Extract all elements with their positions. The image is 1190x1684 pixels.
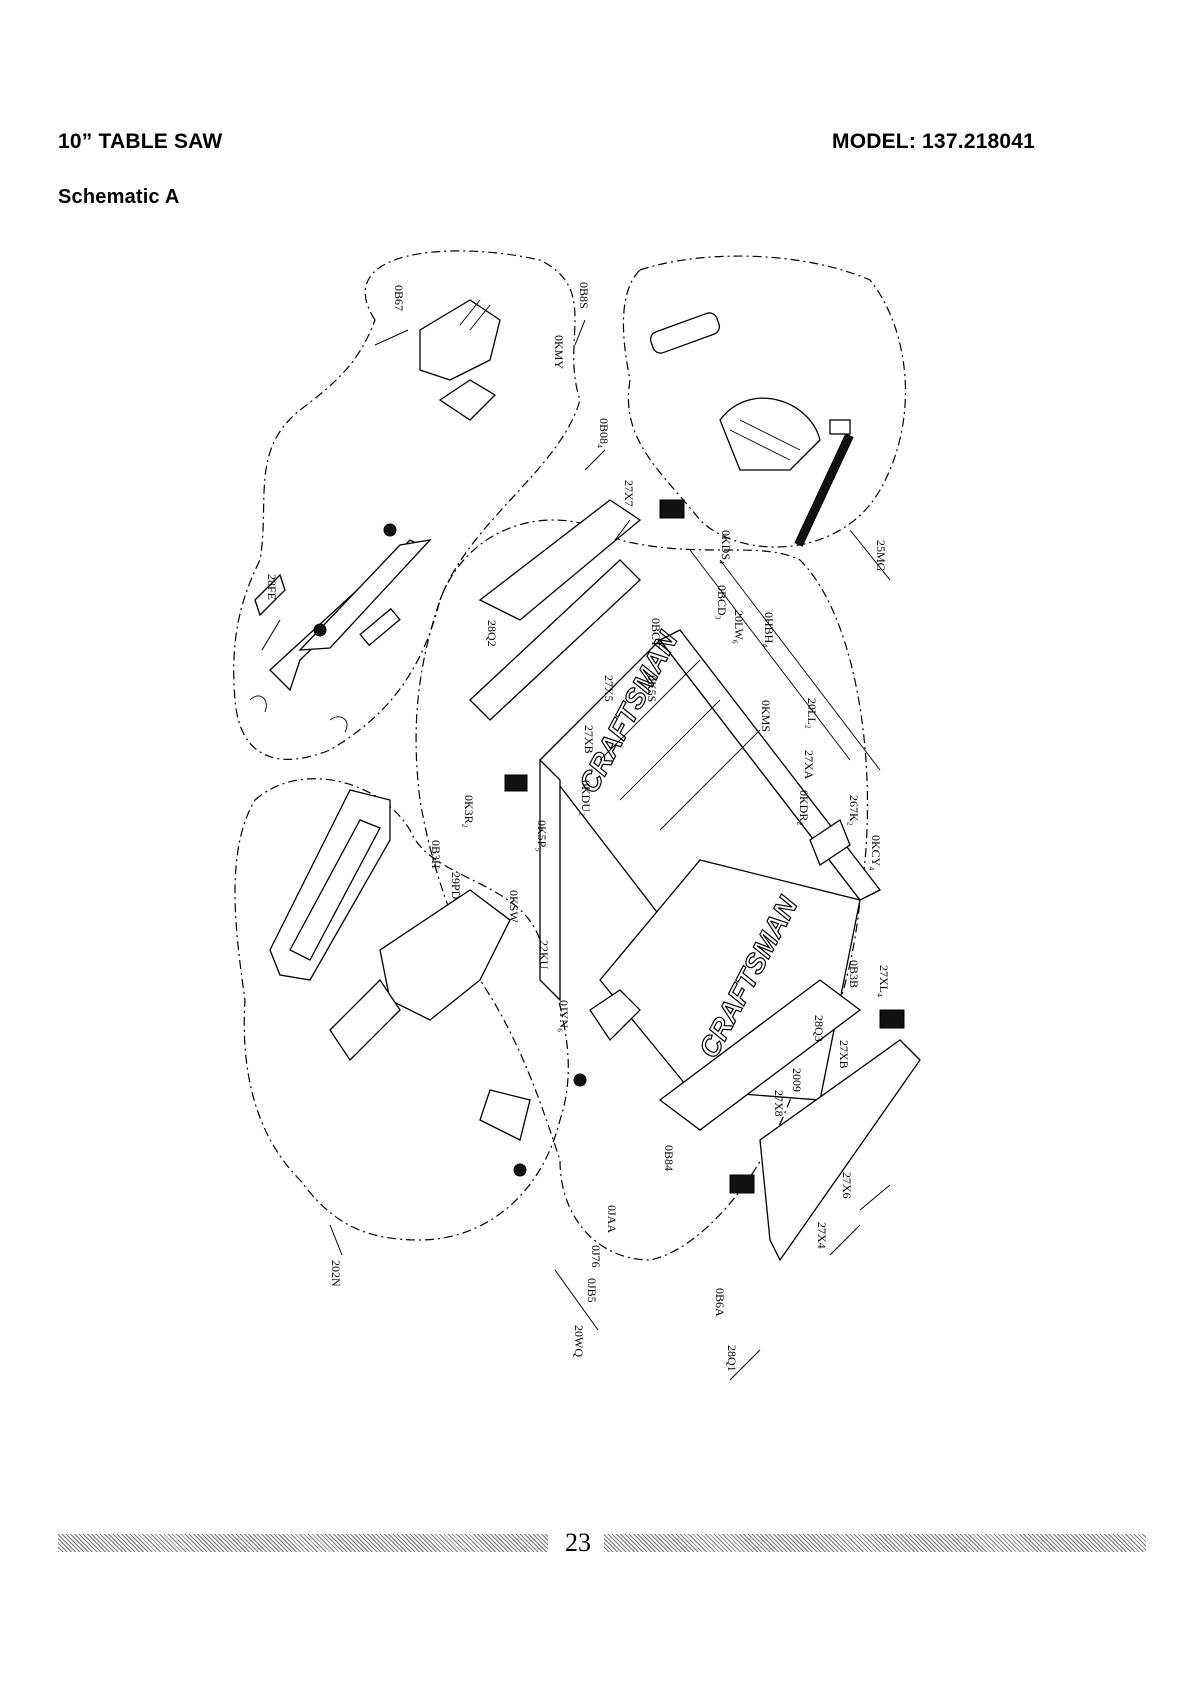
callout: 27X4: [815, 1222, 829, 1249]
callout: 0KDU₂: [579, 780, 593, 816]
exploded-parts-diagram: 0B67 0B8S 0KMY 0B08₄ 27X7 28FE 28Q2 27X5…: [233, 250, 921, 1381]
page-number: 23: [565, 1528, 591, 1557]
callout: 27X5: [602, 675, 616, 702]
callout: 0BCD₃: [715, 585, 729, 620]
callout: 267K₂: [847, 795, 861, 826]
callout: 27XA: [802, 750, 816, 780]
group-outline-miter: [622, 255, 907, 548]
callout: 0JYN₆: [557, 1000, 571, 1032]
footer-rule-left: [58, 1534, 548, 1552]
callout: 0KDR₂: [797, 790, 811, 826]
callout: 20LL₂: [805, 698, 819, 729]
callout: 0B3B: [847, 960, 861, 988]
page-footer: 23: [58, 1528, 1148, 1558]
blade-guard-assembly: [269, 789, 641, 1177]
callout: 25MG: [874, 540, 888, 572]
callout: 0JAA: [605, 1205, 619, 1233]
callout: 0B8S: [577, 282, 591, 309]
callout: 0JB5: [585, 1278, 599, 1303]
callout: 20WQ: [572, 1325, 586, 1357]
callout: 0B08₄: [597, 418, 611, 448]
callout: 29PD: [449, 872, 463, 900]
callout: 0B84: [662, 1145, 676, 1171]
callout: 27X7: [622, 480, 636, 507]
document-title: 10” TABLE SAW: [58, 130, 223, 153]
callout: 0K5P₅: [535, 820, 549, 852]
callout: 27XB: [582, 725, 596, 754]
model-number: MODEL: 137.218041: [832, 130, 1036, 153]
miter-gauge-assembly: [649, 312, 854, 547]
callout: 28Q3: [812, 1015, 826, 1042]
callout: 0B67: [392, 285, 406, 311]
callout: 0KMS: [759, 700, 773, 732]
callout: 27XB: [837, 1040, 851, 1069]
callout: 28Q2: [485, 620, 499, 647]
group-outline-fence: [233, 250, 581, 760]
rip-fence-assembly: [249, 299, 501, 733]
callout: 28FE: [265, 574, 279, 600]
callout: 22KU: [537, 940, 551, 970]
group-outline-guard: [234, 778, 569, 1241]
callout: 27XL₄: [877, 965, 891, 997]
callout: 202N: [329, 1260, 343, 1287]
callout: 20LW₆: [732, 610, 746, 644]
callout-labels: 0B67 0B8S 0KMY 0B08₄ 27X7 28FE 28Q2 27X5…: [265, 282, 891, 1372]
callout: 0BCT: [649, 618, 663, 648]
footer-rule-right: [604, 1534, 1146, 1552]
callout: 2009: [790, 1068, 804, 1092]
table-top-assembly: [469, 499, 921, 1262]
callout: 28Q1: [725, 1345, 739, 1372]
callout: 0KCY₄: [869, 835, 883, 871]
callout: 0B6A: [713, 1288, 727, 1317]
callout: 0HBH₄: [762, 612, 776, 648]
callout: 0KMY: [552, 335, 566, 369]
callout: 0K5S: [645, 675, 659, 702]
callout: 27X6: [840, 1172, 854, 1199]
callout: 0K3R₂: [462, 795, 476, 828]
schematic-title: Schematic A: [58, 186, 180, 208]
callout: 27X8: [772, 1090, 786, 1117]
callout: 0B3H: [429, 840, 443, 869]
callout: 0J76: [589, 1245, 603, 1268]
callout: 0KSW: [507, 890, 521, 923]
leader-lines: [261, 319, 891, 1381]
callout: 0KDS₄: [719, 530, 733, 564]
